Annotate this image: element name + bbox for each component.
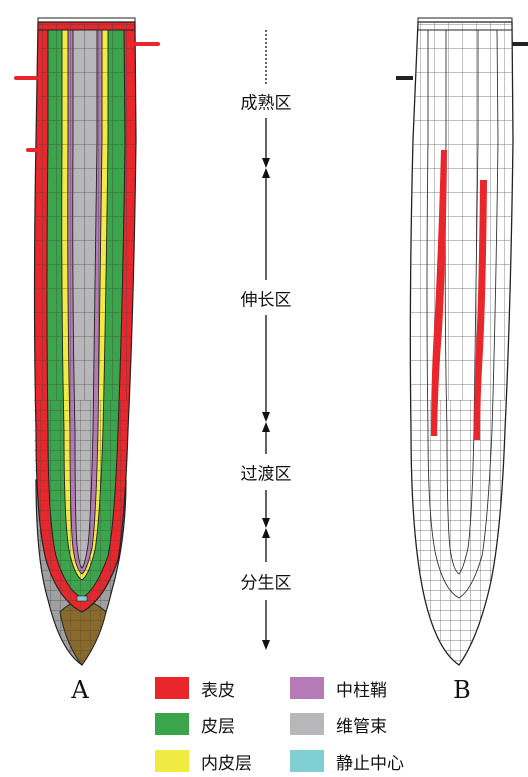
zone-meristem-label: 分生区 [241, 569, 292, 594]
legend-swatch [290, 677, 324, 699]
legend-swatch [155, 677, 189, 699]
zone-arrows [262, 30, 270, 650]
legend-label: 中柱鞘 [336, 676, 387, 701]
legend-item-cortex: 皮层 [155, 711, 235, 737]
root-a [16, 18, 158, 670]
legend-swatch [290, 713, 324, 735]
legend-label: 表皮 [201, 676, 235, 701]
legend-swatch [155, 713, 189, 735]
legend-label: 静止中心 [336, 749, 404, 774]
zone-elongation-label: 伸长区 [241, 286, 292, 311]
legend-label: 皮层 [201, 712, 235, 737]
legend-item-quiescent-center: 静止中心 [290, 748, 404, 774]
legend-swatch [155, 750, 189, 772]
panel-b-label: B [453, 676, 471, 704]
elongation-arrowhead-down [262, 412, 270, 422]
transition-arrowhead-down [262, 518, 270, 528]
mature-arrowhead [262, 158, 270, 168]
legend-item-epidermis: 表皮 [155, 675, 235, 701]
panel-a-label: A [71, 676, 88, 704]
zone-transition-label: 过渡区 [241, 460, 292, 485]
root-b [396, 18, 528, 670]
legend-label: 内皮层 [201, 749, 252, 774]
legend-swatch [290, 750, 324, 772]
meristem-arrowhead-down [262, 640, 270, 650]
legend-item-endodermis: 内皮层 [155, 748, 252, 774]
legend-label: 维管束 [336, 712, 387, 737]
quiescent-center-a [77, 596, 87, 601]
legend-item-pericycle: 中柱鞘 [290, 675, 387, 701]
zone-mature-label: 成熟区 [241, 89, 292, 114]
legend-item-vascular: 维管束 [290, 711, 387, 737]
